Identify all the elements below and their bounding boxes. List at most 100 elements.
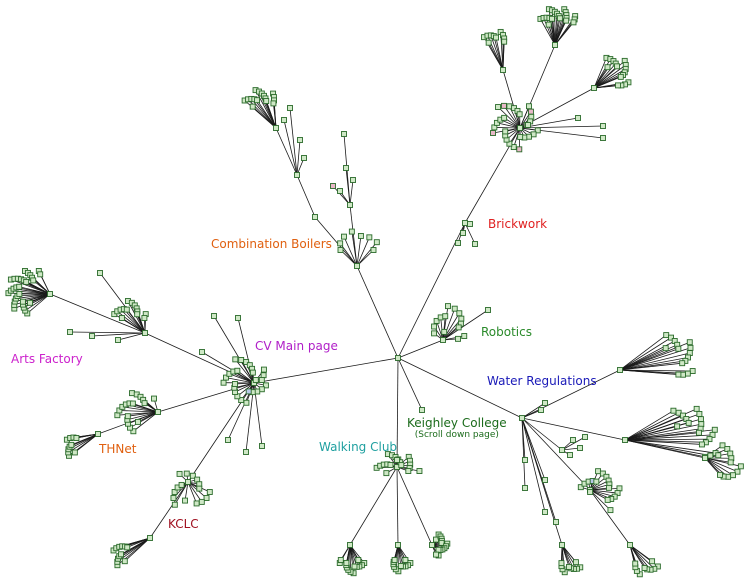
page-node[interactable] <box>115 337 121 343</box>
page-node[interactable] <box>130 428 137 435</box>
page-node[interactable] <box>526 103 532 110</box>
page-node[interactable] <box>301 155 307 161</box>
page-node[interactable] <box>522 457 528 463</box>
page-node[interactable] <box>706 436 713 443</box>
page-node[interactable] <box>641 565 648 571</box>
page-node[interactable] <box>23 278 30 285</box>
page-node[interactable] <box>27 299 33 306</box>
page-node[interactable] <box>118 551 124 558</box>
page-node[interactable] <box>260 366 267 373</box>
page-node[interactable] <box>73 435 80 441</box>
page-node[interactable] <box>89 333 95 339</box>
page-node[interactable] <box>455 324 462 331</box>
page-node[interactable] <box>232 356 239 363</box>
page-node[interactable] <box>570 19 577 26</box>
page-node[interactable] <box>198 498 205 505</box>
page-node[interactable] <box>373 239 380 246</box>
label-keighley-college[interactable]: Keighley College (Scroll down page) <box>407 416 507 440</box>
page-node[interactable] <box>220 379 227 386</box>
page-node[interactable] <box>679 360 686 367</box>
page-node[interactable] <box>445 303 451 310</box>
page-node[interactable] <box>582 434 588 440</box>
page-node[interactable] <box>685 419 692 426</box>
page-node[interactable] <box>485 39 492 46</box>
page-node[interactable] <box>142 330 148 336</box>
page-node[interactable] <box>211 313 217 319</box>
page-node[interactable] <box>577 445 583 451</box>
label-robotics[interactable]: Robotics <box>481 325 532 339</box>
page-node[interactable] <box>734 468 741 475</box>
page-node[interactable] <box>193 500 200 507</box>
page-node[interactable] <box>570 437 576 443</box>
page-node[interactable] <box>545 21 552 28</box>
page-node[interactable] <box>689 368 696 374</box>
page-node[interactable] <box>223 374 229 381</box>
page-node[interactable] <box>616 485 623 492</box>
page-node[interactable] <box>587 489 594 495</box>
page-node[interactable] <box>687 344 694 351</box>
page-node[interactable] <box>238 397 245 403</box>
page-node[interactable] <box>516 146 523 153</box>
page-node[interactable] <box>405 468 412 474</box>
page-node[interactable] <box>501 114 508 121</box>
page-node[interactable] <box>343 165 349 171</box>
page-node[interactable] <box>30 277 37 284</box>
page-node[interactable] <box>171 501 178 508</box>
page-node[interactable] <box>330 183 336 189</box>
label-combination-boilers[interactable]: Combination Boilers <box>211 237 332 251</box>
page-node[interactable] <box>591 85 597 91</box>
page-node[interactable] <box>709 431 716 438</box>
page-node[interactable] <box>71 449 78 456</box>
page-node[interactable] <box>147 535 153 541</box>
page-node[interactable] <box>123 306 130 313</box>
page-node[interactable] <box>397 562 404 569</box>
page-node[interactable] <box>674 423 681 430</box>
page-node[interactable] <box>347 542 353 548</box>
page-node[interactable] <box>225 437 231 443</box>
page-node[interactable] <box>347 202 353 208</box>
page-node[interactable] <box>663 332 670 339</box>
page-node[interactable] <box>259 443 265 449</box>
page-node[interactable] <box>552 42 558 48</box>
page-node[interactable] <box>235 315 241 321</box>
page-node[interactable] <box>185 479 191 485</box>
page-node[interactable] <box>155 409 161 415</box>
page-node[interactable] <box>95 431 101 437</box>
page-node[interactable] <box>141 400 148 407</box>
page-node[interactable] <box>556 15 563 22</box>
page-node[interactable] <box>249 103 256 110</box>
page-node[interactable] <box>178 481 185 488</box>
page-node[interactable] <box>451 305 458 312</box>
page-node[interactable] <box>632 560 639 567</box>
page-node[interactable] <box>387 461 394 468</box>
page-node[interactable] <box>391 557 398 563</box>
page-node[interactable] <box>433 551 439 558</box>
page-node[interactable] <box>121 558 128 565</box>
page-node[interactable] <box>97 270 103 276</box>
page-node[interactable] <box>431 330 438 337</box>
page-node[interactable] <box>553 519 559 525</box>
page-node[interactable] <box>258 377 265 383</box>
page-node[interactable] <box>711 426 718 433</box>
page-node[interactable] <box>577 484 584 491</box>
page-node[interactable] <box>542 400 548 406</box>
page-node[interactable] <box>243 359 250 365</box>
page-node[interactable] <box>517 125 523 131</box>
page-node[interactable] <box>416 468 423 474</box>
page-node[interactable] <box>538 407 544 413</box>
page-node[interactable] <box>114 412 121 419</box>
page-node[interactable] <box>686 339 693 346</box>
page-node[interactable] <box>262 382 269 389</box>
page-node[interactable] <box>238 357 245 363</box>
label-arts-factory[interactable]: Arts Factory <box>11 352 83 366</box>
page-node[interactable] <box>249 369 256 376</box>
page-node[interactable] <box>383 470 390 477</box>
page-node[interactable] <box>129 400 136 407</box>
page-node[interactable] <box>604 64 611 71</box>
page-node[interactable] <box>366 234 373 241</box>
page-node[interactable] <box>615 82 621 89</box>
page-node[interactable] <box>433 317 440 324</box>
page-node[interactable] <box>351 563 358 570</box>
page-node[interactable] <box>455 335 461 342</box>
page-node[interactable] <box>662 345 669 352</box>
